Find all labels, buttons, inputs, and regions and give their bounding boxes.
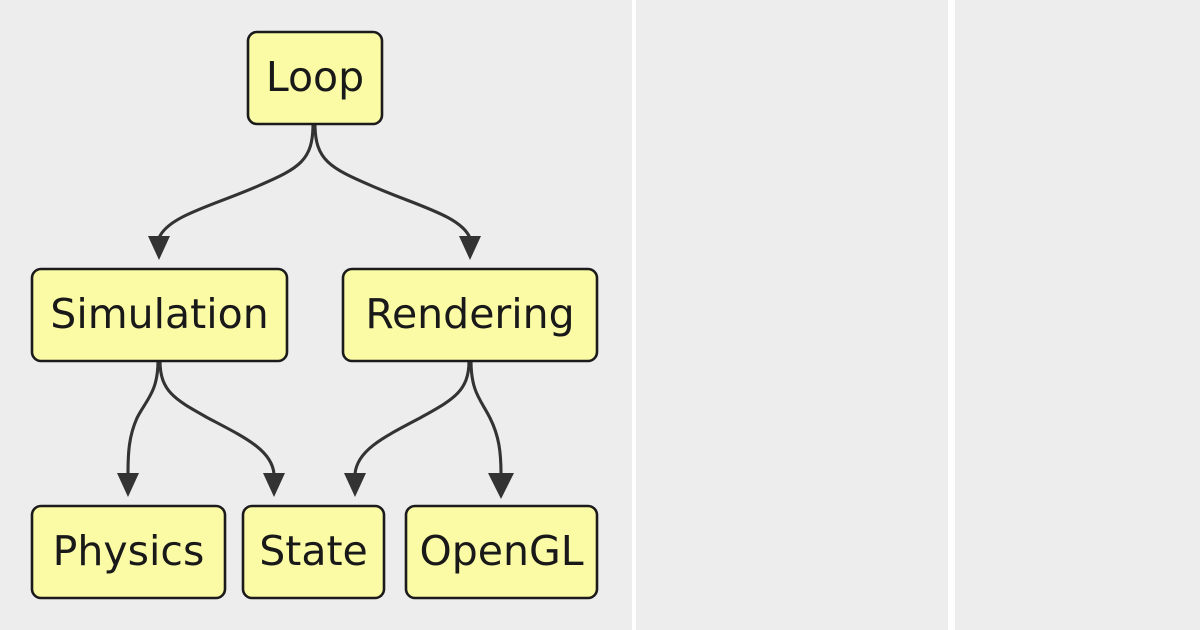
middle-panel xyxy=(636,0,948,630)
panel-divider-2 xyxy=(948,0,955,630)
edge-loop-to-rendering xyxy=(313,123,481,260)
node-opengl-label: OpenGL xyxy=(419,527,583,575)
node-group: Loop Simulation Rendering Physics State xyxy=(30,30,599,600)
edge-path-simulation-state xyxy=(158,360,276,475)
diagram-panel: Loop Simulation Rendering Physics State xyxy=(0,0,632,630)
edge-rendering-to-state xyxy=(344,360,471,497)
edge-path-rendering-opengl xyxy=(469,360,503,475)
edge-path-loop-rendering xyxy=(313,123,472,239)
edge-group xyxy=(117,123,514,499)
node-loop[interactable]: Loop xyxy=(246,30,384,126)
node-physics[interactable]: Physics xyxy=(30,504,227,600)
node-rendering-label: Rendering xyxy=(365,290,574,338)
edge-loop-to-simulation xyxy=(148,123,315,260)
panel-divider-1 xyxy=(632,0,636,630)
edge-path-rendering-state xyxy=(353,360,471,475)
edge-simulation-to-physics xyxy=(117,360,160,497)
edge-path-loop-simulation xyxy=(157,123,315,239)
node-opengl-shape[interactable] xyxy=(404,504,599,600)
node-simulation[interactable]: Simulation xyxy=(30,267,289,363)
arrowhead-state-from-rendering xyxy=(344,473,366,497)
arrowhead-simulation-from-loop xyxy=(148,236,170,260)
node-opengl[interactable]: OpenGL xyxy=(404,504,599,600)
flowchart-diagram: Loop Simulation Rendering Physics State xyxy=(30,30,599,600)
node-simulation-label: Simulation xyxy=(50,290,268,338)
edge-simulation-to-state xyxy=(158,360,285,497)
arrowhead-opengl-from-rendering xyxy=(488,473,514,499)
node-state-label: State xyxy=(259,527,368,575)
node-state-shape[interactable] xyxy=(241,504,386,600)
node-loop-shape[interactable] xyxy=(246,30,384,126)
arrowhead-rendering-from-loop xyxy=(459,236,481,260)
arrowhead-state-from-simulation xyxy=(263,473,285,497)
node-physics-label: Physics xyxy=(53,527,205,575)
arrowhead-physics-from-simulation xyxy=(117,473,139,497)
node-state[interactable]: State xyxy=(241,504,386,600)
edge-path-simulation-physics xyxy=(126,360,160,475)
right-panel xyxy=(955,0,1200,630)
node-loop-label: Loop xyxy=(266,53,364,101)
node-physics-shape[interactable] xyxy=(30,504,227,600)
node-simulation-shape[interactable] xyxy=(30,267,289,363)
node-rendering-shape[interactable] xyxy=(341,267,599,363)
edge-rendering-to-opengl xyxy=(469,360,514,499)
node-rendering[interactable]: Rendering xyxy=(341,267,599,363)
